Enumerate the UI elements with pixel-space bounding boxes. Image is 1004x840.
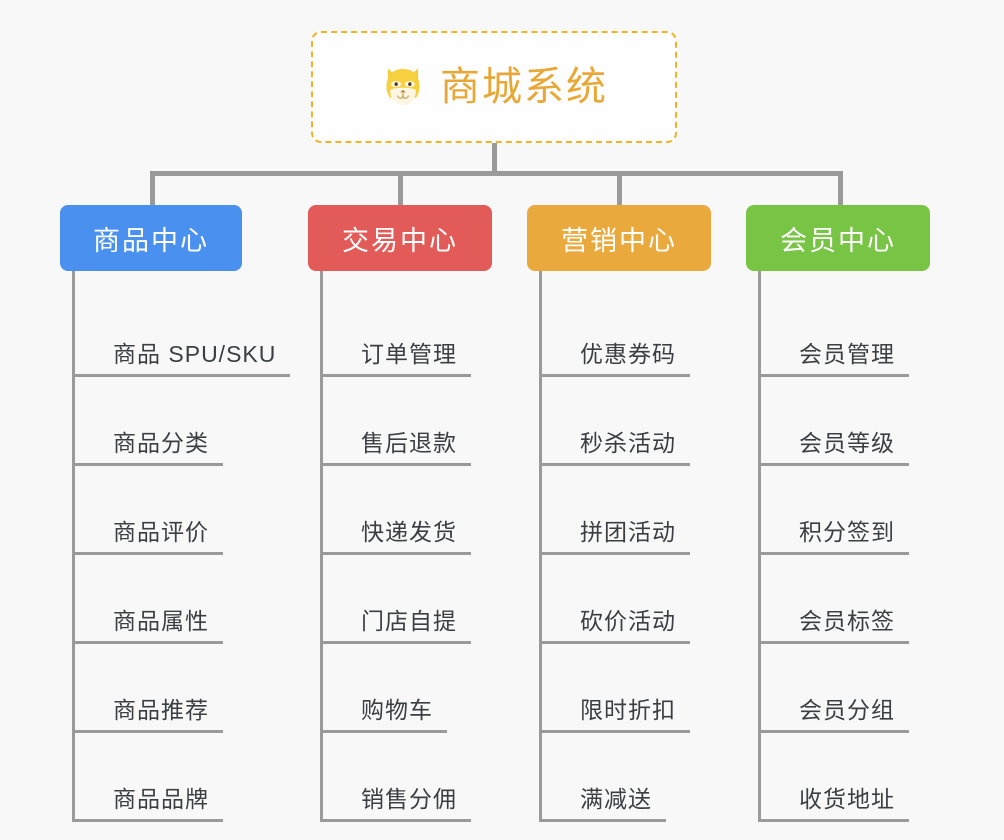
leaf-underline: 快递发货 (323, 513, 471, 555)
leaf-underline: 商品推荐 (75, 691, 223, 733)
leaf-label: 限时折扣 (580, 697, 676, 723)
leaf-item[interactable]: 会员管理 (761, 288, 930, 377)
leaf-item[interactable]: 优惠券码 (542, 288, 711, 377)
leaf-label: 优惠券码 (580, 341, 676, 367)
leaf-underline: 商品评价 (75, 513, 223, 555)
connector-bus (150, 171, 843, 176)
leaf-label: 会员管理 (799, 341, 895, 367)
leaf-label: 商品 SPU/SKU (113, 341, 277, 367)
leaf-item[interactable]: 销售分佣 (323, 733, 492, 822)
leaf-list-product-center: 商品 SPU/SKU 商品分类商品评价商品属性商品推荐商品品牌 (72, 271, 291, 822)
leaf-item[interactable]: 会员等级 (761, 377, 930, 466)
branch-head-label: 会员中心 (780, 225, 896, 256)
leaf-label: 订单管理 (361, 341, 457, 367)
leaf-underline: 商品 SPU/SKU (75, 335, 291, 377)
root-title: 商城系统 (440, 65, 608, 109)
branch-head-product-center[interactable]: 商品中心 (60, 205, 242, 271)
leaf-list-trade-center: 订单管理售后退款快递发货门店自提购物车销售分佣 (320, 271, 492, 822)
branch-head-label: 商品中心 (93, 225, 209, 256)
leaf-label: 门店自提 (361, 608, 457, 634)
branch-trade-center: 交易中心订单管理售后退款快递发货门店自提购物车销售分佣 (308, 205, 492, 822)
branch-head-label: 交易中心 (342, 225, 458, 256)
leaf-label: 商品分类 (113, 430, 209, 456)
leaf-underline: 会员分组 (761, 691, 909, 733)
leaf-item[interactable]: 收货地址 (761, 733, 930, 822)
leaf-label: 秒杀活动 (580, 430, 676, 456)
leaf-item[interactable]: 商品品牌 (75, 733, 290, 822)
leaf-item[interactable]: 会员标签 (761, 555, 930, 644)
leaf-item[interactable]: 满减送 (542, 733, 711, 822)
leaf-underline: 销售分佣 (323, 780, 471, 822)
leaf-item[interactable]: 会员分组 (761, 644, 930, 733)
connector-drop-4 (838, 171, 843, 205)
leaf-item[interactable]: 购物车 (323, 644, 492, 733)
leaf-label: 销售分佣 (361, 786, 457, 812)
leaf-list-marketing-center: 优惠券码秒杀活动拼团活动砍价活动限时折扣满减送 (539, 271, 711, 822)
leaf-underline: 会员等级 (761, 424, 909, 466)
leaf-underline: 商品属性 (75, 602, 223, 644)
leaf-underline: 商品分类 (75, 424, 223, 466)
leaf-item[interactable]: 秒杀活动 (542, 377, 711, 466)
branch-member-center: 会员中心会员管理会员等级积分签到会员标签会员分组收货地址 (746, 205, 930, 822)
leaf-underline: 限时折扣 (542, 691, 690, 733)
leaf-item[interactable]: 商品分类 (75, 377, 290, 466)
leaf-label: 会员分组 (799, 697, 895, 723)
leaf-underline: 售后退款 (323, 424, 471, 466)
leaf-list-member-center: 会员管理会员等级积分签到会员标签会员分组收货地址 (758, 271, 930, 822)
leaf-item[interactable]: 售后退款 (323, 377, 492, 466)
leaf-item[interactable]: 砍价活动 (542, 555, 711, 644)
leaf-label: 积分签到 (799, 519, 895, 545)
leaf-label: 砍价活动 (580, 608, 676, 634)
branch-head-label: 营销中心 (561, 225, 677, 256)
leaf-label: 快递发货 (361, 519, 457, 545)
leaf-underline: 积分签到 (761, 513, 909, 555)
leaf-underline: 收货地址 (761, 780, 909, 822)
leaf-underline: 会员管理 (761, 335, 909, 377)
leaf-underline: 砍价活动 (542, 602, 690, 644)
leaf-label: 会员标签 (799, 608, 895, 634)
leaf-underline: 商品品牌 (75, 780, 223, 822)
leaf-underline: 购物车 (323, 691, 447, 733)
branch-head-member-center[interactable]: 会员中心 (746, 205, 930, 271)
leaf-underline: 满减送 (542, 780, 666, 822)
branch-product-center: 商品中心商品 SPU/SKU 商品分类商品评价商品属性商品推荐商品品牌 (60, 205, 291, 822)
leaf-item[interactable]: 积分签到 (761, 466, 930, 555)
branch-head-marketing-center[interactable]: 营销中心 (527, 205, 711, 271)
leaf-item[interactable]: 拼团活动 (542, 466, 711, 555)
root-node[interactable]: 商城系统 (311, 31, 677, 143)
leaf-underline: 订单管理 (323, 335, 471, 377)
shiba-dog-icon (380, 64, 426, 110)
leaf-label: 商品推荐 (113, 697, 209, 723)
leaf-label: 售后退款 (361, 430, 457, 456)
leaf-label: 会员等级 (799, 430, 895, 456)
leaf-item[interactable]: 商品评价 (75, 466, 290, 555)
leaf-underline: 门店自提 (323, 602, 471, 644)
leaf-item[interactable]: 门店自提 (323, 555, 492, 644)
connector-root-stem (492, 143, 497, 174)
leaf-label: 商品属性 (113, 608, 209, 634)
leaf-item[interactable]: 商品属性 (75, 555, 290, 644)
connector-drop-3 (617, 171, 622, 205)
leaf-label: 满减送 (580, 786, 652, 812)
leaf-item[interactable]: 快递发货 (323, 466, 492, 555)
leaf-label: 拼团活动 (580, 519, 676, 545)
connector-drop-2 (398, 171, 403, 205)
leaf-item[interactable]: 订单管理 (323, 288, 492, 377)
leaf-item[interactable]: 商品推荐 (75, 644, 290, 733)
branch-marketing-center: 营销中心优惠券码秒杀活动拼团活动砍价活动限时折扣满减送 (527, 205, 711, 822)
leaf-label: 购物车 (361, 697, 433, 723)
leaf-label: 商品品牌 (113, 786, 209, 812)
leaf-underline: 优惠券码 (542, 335, 690, 377)
leaf-label: 收货地址 (799, 786, 895, 812)
leaf-label: 商品评价 (113, 519, 209, 545)
leaf-underline: 秒杀活动 (542, 424, 690, 466)
connector-drop-1 (150, 171, 155, 205)
branch-head-trade-center[interactable]: 交易中心 (308, 205, 492, 271)
leaf-underline: 会员标签 (761, 602, 909, 644)
leaf-item[interactable]: 限时折扣 (542, 644, 711, 733)
leaf-item[interactable]: 商品 SPU/SKU (75, 288, 291, 377)
leaf-underline: 拼团活动 (542, 513, 690, 555)
